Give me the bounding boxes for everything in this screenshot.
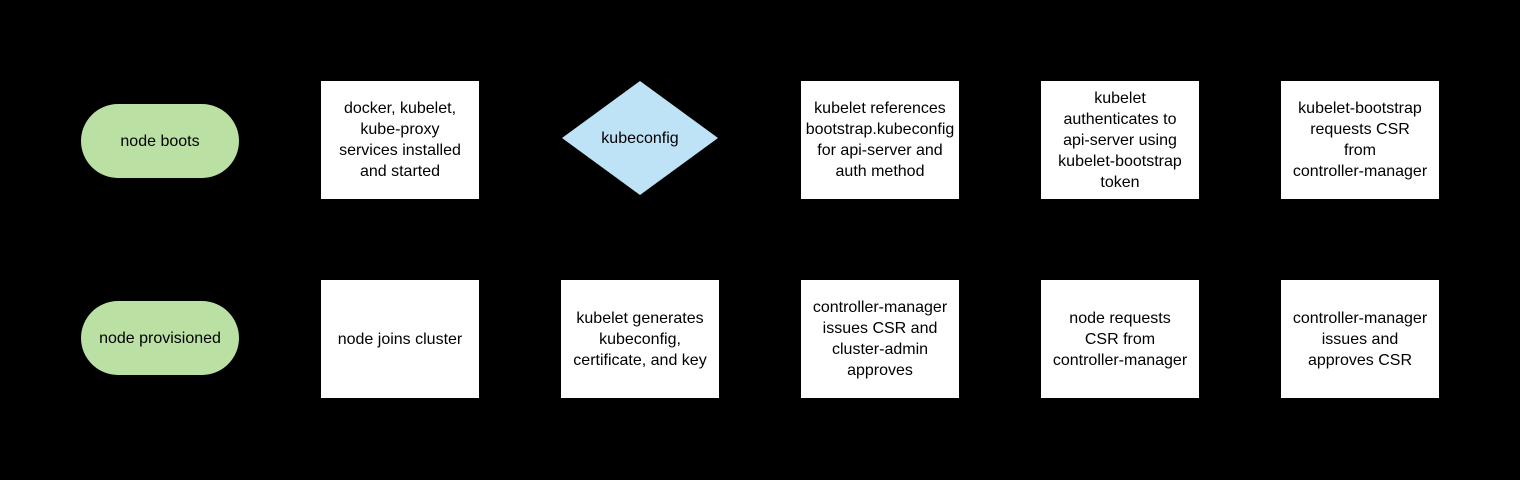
process-services-installed: docker, kubelet, kube-proxy services ins…	[321, 81, 479, 199]
terminator-node-provisioned: node provisioned	[81, 301, 239, 375]
decision-kubeconfig-diamond: kubeconfig	[562, 81, 718, 195]
process-kubelet-references-bootstrap-kubeconfig: kubelet references bootstrap.kubeconfig …	[801, 81, 959, 199]
process-node-joins-cluster: node joins cluster	[321, 280, 479, 398]
process-kubelet-bootstrap-requests-csr: kubelet-bootstrap requests CSR from cont…	[1281, 81, 1439, 199]
process-kubelet-generates-kubeconfig: kubelet generates kubeconfig, certificat…	[561, 280, 719, 398]
process-kubelet-authenticates: kubelet authenticates to api-server usin…	[1041, 81, 1199, 199]
process-node-requests-csr: node requests CSR from controller-manage…	[1041, 280, 1199, 398]
process-controller-manager-issues-csr-cluster-admin: controller-manager issues CSR and cluste…	[801, 280, 959, 398]
process-controller-manager-issues-approves-csr: controller-manager issues and approves C…	[1281, 280, 1439, 398]
terminator-node-boots: node boots	[81, 104, 239, 178]
